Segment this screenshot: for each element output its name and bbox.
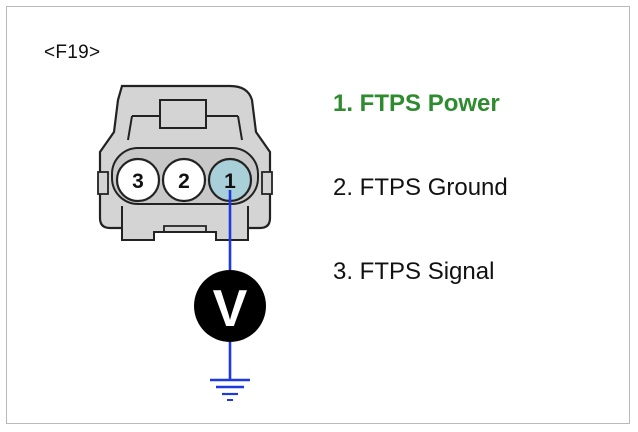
ground-icon: [210, 378, 250, 401]
connector-bottom-key: [163, 225, 207, 232]
connector-side-tab-left: [97, 171, 109, 195]
pin-label-ground: 2. FTPS Ground: [333, 174, 508, 201]
connector-shoulder-right: [237, 115, 243, 141]
connector-side-tab-right: [261, 171, 273, 195]
pin-3-number: 3: [132, 170, 144, 193]
pin-2: [161, 157, 207, 203]
connector-id-label: <F19>: [44, 42, 101, 63]
voltmeter-symbol: V: [213, 280, 248, 338]
voltmeter: V: [194, 270, 266, 342]
pin-2-number: 2: [178, 170, 190, 193]
connector-latch: [159, 99, 207, 129]
pin-label-signal: 3. FTPS Signal: [333, 258, 495, 285]
pin-3: [115, 157, 161, 203]
connector-bottom-skirt: [121, 206, 249, 241]
pin-label-power: 1. FTPS Power: [333, 90, 500, 117]
pin-1-number: 1: [224, 170, 236, 193]
voltmeter-body: [194, 270, 266, 342]
connector-pins: 3 2 1: [115, 157, 253, 203]
connector-shoulder-left: [127, 115, 133, 141]
